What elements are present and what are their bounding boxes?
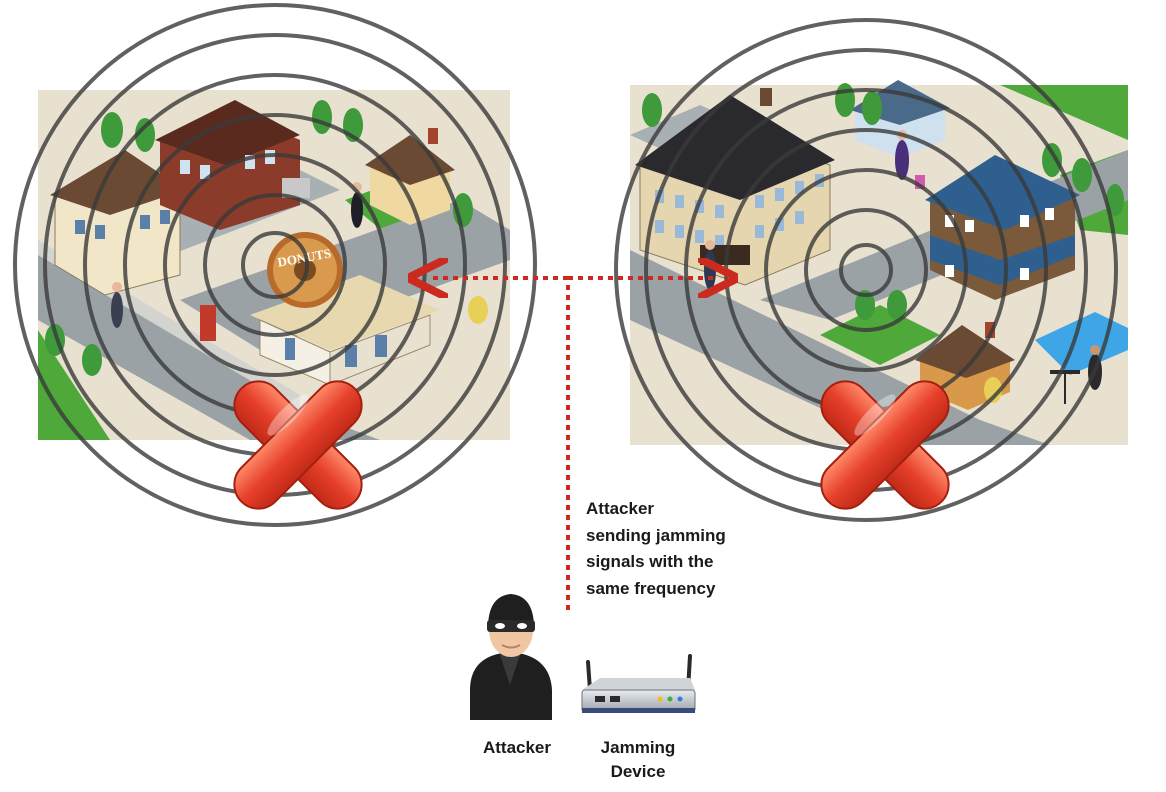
masked-attacker-icon (470, 594, 552, 720)
annotation-line-3: signals with the (586, 552, 714, 571)
jamming-signal-path (428, 278, 718, 610)
right-city-scene (630, 80, 1128, 445)
device-label-line-1: Jamming (601, 738, 676, 757)
phone-booth (200, 305, 216, 341)
annotation-line-4: same frequency (586, 579, 716, 598)
trees-right (642, 83, 1124, 403)
attacker-label: Attacker (483, 738, 551, 757)
red-cross-icon-right (820, 380, 950, 510)
attack-annotation: Attacker sending jamming signals with th… (586, 499, 726, 598)
wireless-router-icon (581, 654, 696, 713)
people-left (111, 182, 363, 328)
swimming-pool (1035, 312, 1128, 375)
device-label-line-2: Device (611, 762, 666, 781)
annotation-line-2: sending jamming (586, 526, 726, 545)
red-cross-icon-left (233, 380, 363, 510)
annotation-line-1: Attacker (586, 499, 654, 518)
